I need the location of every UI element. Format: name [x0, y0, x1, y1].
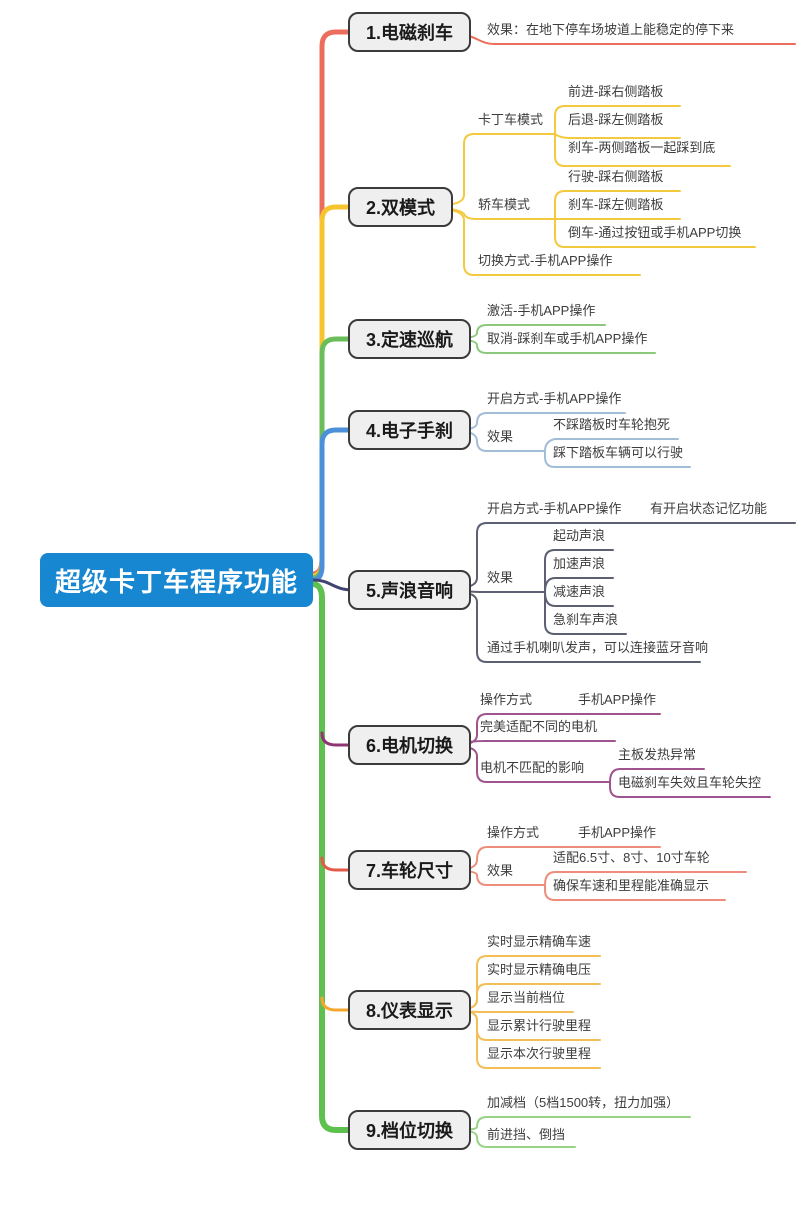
leaf-b2-switch-method[interactable]: 切换方式-手机APP操作 [478, 253, 613, 268]
leaf-b2-car-brake[interactable]: 刹车-踩左侧踏板 [568, 197, 664, 212]
leaf-b5-start-sound[interactable]: 起动声浪 [553, 528, 606, 543]
topic-9-gear-switch[interactable]: 9.档位切换 [348, 1110, 472, 1150]
leaf-b6-match[interactable]: 完美适配不同的电机 [480, 719, 598, 734]
spine-branch-3 [309, 336, 355, 581]
stub-branch-8 [320, 996, 354, 1012]
leaf-b5-speaker[interactable]: 通过手机喇叭发声，可以连接蓝牙音响 [487, 640, 709, 655]
leaf-b6-op-method[interactable]: 操作方式 [480, 692, 533, 707]
leaf-b2-kart-forward[interactable]: 前进-踩右侧踏板 [568, 84, 664, 99]
topic-6-motor-switch[interactable]: 6.电机切换 [348, 725, 472, 765]
leaf-b4-effect[interactable]: 效果 [487, 429, 514, 444]
spine-branch-2 [309, 204, 355, 579]
spine-branch-4 [309, 427, 355, 583]
leaf-b7-effect[interactable]: 效果 [487, 863, 514, 878]
leaf-b3-cancel[interactable]: 取消-踩刹车或手机APP操作 [487, 331, 648, 346]
leaf-b6-brake-fail[interactable]: 电磁刹车失效且车轮失控 [618, 775, 762, 790]
branch-2-lines [439, 105, 756, 276]
leaf-b9-gear-updown[interactable]: 加减档（5档1500转，扭力加强） [487, 1095, 680, 1110]
leaf-b8-voltage[interactable]: 实时显示精确电压 [487, 962, 592, 977]
topic-7-wheel-size[interactable]: 7.车轮尺寸 [348, 850, 472, 890]
topic-5-sound-audio[interactable]: 5.声浪音响 [348, 570, 472, 610]
stub-branch-7 [320, 856, 354, 872]
leaf-b5-open-method[interactable]: 开启方式-手机APP操作 [487, 501, 622, 516]
leaf-b1-effect[interactable]: 效果：在地下停车场坡道上能稳定的停下来 [487, 22, 735, 37]
leaf-b5-brake-sound[interactable]: 急刹车声浪 [553, 612, 619, 627]
leaf-b8-trip-mileage[interactable]: 显示本次行驶里程 [487, 1046, 592, 1061]
leaf-b7-app-op[interactable]: 手机APP操作 [578, 825, 657, 840]
leaf-b2-car-mode[interactable]: 轿车模式 [478, 197, 531, 212]
leaf-b6-board-heat[interactable]: 主板发热异常 [618, 747, 697, 762]
leaf-b4-pedal-drive[interactable]: 踩下踏板车辆可以行驶 [553, 445, 684, 460]
leaf-b5-decel-sound[interactable]: 减速声浪 [553, 584, 606, 599]
leaf-b2-car-reverse[interactable]: 倒车-通过按钮或手机APP切换 [568, 225, 742, 240]
leaf-b7-wheel-fit[interactable]: 适配6.5寸、8寸、10寸车轮 [553, 850, 710, 865]
leaf-b8-total-mileage[interactable]: 显示累计行驶里程 [487, 1018, 592, 1033]
leaf-b6-mismatch[interactable]: 电机不匹配的影响 [480, 760, 585, 775]
leaf-b7-accuracy[interactable]: 确保车速和里程能准确显示 [553, 878, 710, 893]
leaf-b2-kart-mode[interactable]: 卡丁车模式 [478, 112, 544, 127]
leaf-b3-activate[interactable]: 激活-手机APP操作 [487, 303, 596, 318]
topic-3-cruise-control[interactable]: 3.定速巡航 [348, 319, 472, 359]
stub-branch-6 [320, 731, 354, 747]
topic-4-electronic-handbrake[interactable]: 4.电子手刹 [348, 410, 472, 450]
leaf-b2-car-drive[interactable]: 行驶-踩右侧踏板 [568, 169, 664, 184]
leaf-b4-wheel-lock[interactable]: 不踩踏板时车轮抱死 [553, 417, 671, 432]
leaf-b4-open-method[interactable]: 开启方式-手机APP操作 [487, 391, 622, 406]
leaf-b9-fwd-rev[interactable]: 前进挡、倒挡 [487, 1127, 566, 1142]
leaf-b5-memory[interactable]: 有开启状态记忆功能 [650, 501, 768, 516]
leaf-b7-op-method[interactable]: 操作方式 [487, 825, 540, 840]
topic-8-dashboard-display[interactable]: 8.仪表显示 [348, 990, 472, 1030]
leaf-b8-gear[interactable]: 显示当前档位 [487, 990, 566, 1005]
spine-branch-1 [309, 29, 355, 577]
central-topic[interactable]: 超级卡丁车程序功能 [40, 553, 314, 607]
leaf-b2-kart-reverse[interactable]: 后退-踩左侧踏板 [568, 112, 664, 127]
topic-2-dual-mode[interactable]: 2.双模式 [348, 187, 454, 227]
leaf-b5-accel-sound[interactable]: 加速声浪 [553, 556, 606, 571]
leaf-b2-kart-brake[interactable]: 刹车-两侧踏板一起踩到底 [568, 140, 716, 155]
spine-branch-9 [309, 581, 355, 1133]
leaf-b5-effect[interactable]: 效果 [487, 570, 514, 585]
topic-1-electromagnetic-brake[interactable]: 1.电磁刹车 [348, 12, 472, 52]
leaf-b6-app-op[interactable]: 手机APP操作 [578, 692, 657, 707]
stub-branch-5 [312, 578, 354, 592]
leaf-b8-speed[interactable]: 实时显示精确车速 [487, 934, 592, 949]
